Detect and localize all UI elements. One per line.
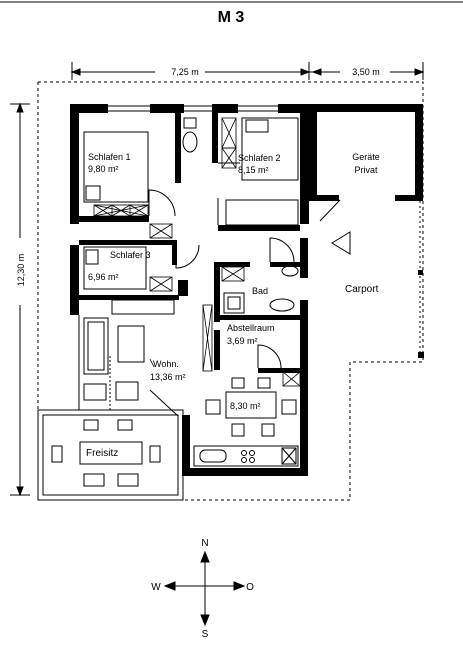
closet-schlafen3 [149, 223, 173, 292]
wc-upper [182, 117, 198, 153]
wc-bad [269, 265, 299, 312]
dimension-width-main [70, 62, 311, 80]
schlafen1-name: Schlafen 1 [88, 152, 131, 162]
plan-title: M 3 [218, 9, 245, 26]
dimension-width-carport [309, 62, 425, 80]
kitchen-counter [193, 445, 299, 467]
armchairs [83, 381, 139, 401]
schlafen3-area: 6,96 m² [88, 272, 119, 282]
geraete-line2: Privat [354, 165, 378, 175]
kueche-area: 8,30 m² [230, 401, 261, 411]
compass-west: W [151, 582, 161, 593]
abstellraum-area: 3,69 m² [227, 336, 258, 346]
dimension-height-label: 12,30 m [16, 254, 26, 287]
wohn-area: 13,36 m² [150, 372, 186, 382]
entrance-marker [331, 231, 351, 255]
schlafen2-name: Schlafen 2 [238, 153, 281, 163]
bed-schlafen3 [83, 246, 147, 290]
carport-name: Carport [345, 284, 379, 295]
closet-bad [221, 266, 301, 387]
exterior-walls [70, 104, 423, 476]
sofa [83, 299, 175, 375]
dimension-width-main-label: 7,25 m [171, 67, 199, 77]
shelf-divider [202, 304, 213, 372]
compass-rose [163, 550, 246, 627]
abstellraum-name: Abstellraum [227, 323, 275, 333]
closet-schlafen2 [221, 117, 237, 169]
freisitz-name: Freisitz [86, 448, 118, 459]
bed-schlafen2 [225, 117, 299, 226]
property-boundary [38, 81, 424, 501]
geraete-line1: Geräte [352, 152, 380, 162]
carport-posts [418, 270, 424, 358]
schlafen3-name: Schlafer 3 [110, 250, 151, 260]
dimension-height [10, 102, 30, 497]
compass-north: N [201, 538, 208, 549]
interior-walls [79, 113, 300, 373]
compass-east: O [246, 582, 254, 593]
door-swings [148, 162, 341, 417]
coffee-table [117, 325, 145, 363]
wohn-slash [149, 358, 155, 368]
windows-top [108, 105, 278, 112]
schlafen2-area: 8,15 m² [238, 165, 269, 175]
closet-schlafen1 [93, 204, 149, 217]
bathtub [223, 292, 245, 314]
compass-south: S [202, 629, 209, 640]
schlafen1-area: 9,80 m² [88, 164, 119, 174]
bed-schlafen1 [83, 131, 149, 203]
dimension-width-carport-label: 3,50 m [352, 67, 380, 77]
bad-name: Bad [252, 286, 268, 296]
dining-set [205, 377, 297, 437]
wohn-name: Wohn. [153, 359, 179, 369]
